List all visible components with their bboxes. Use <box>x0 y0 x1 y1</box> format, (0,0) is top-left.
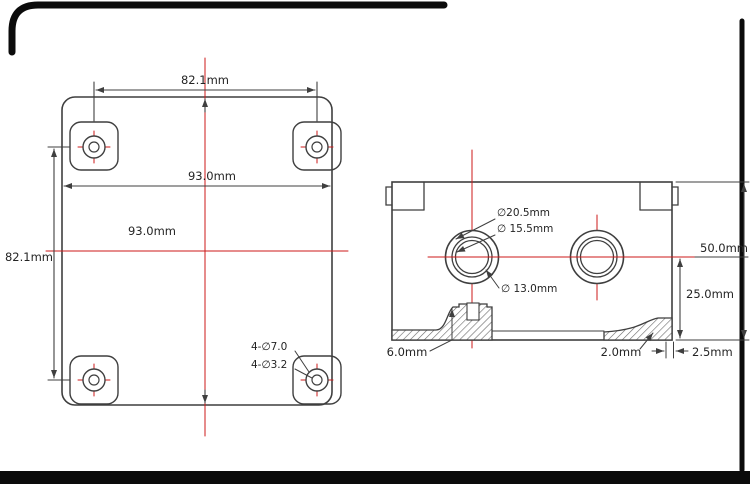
callout-outer-label: 4-∅7.0 <box>251 341 287 353</box>
top-view: 82.1mm 93.0mm 93.0mm 82.1mm 4-∅7.0 4-∅3.… <box>5 57 349 437</box>
dim-width-label: 93.0mm <box>188 169 236 183</box>
dim-left-label: 82.1mm <box>5 250 53 264</box>
side-view: ∅20.5mm ∅ 15.5mm ∅ 13.0mm 50.0mm 25.0mm … <box>385 149 750 359</box>
right-foot-section <box>603 317 673 341</box>
height-dimensions <box>675 181 750 341</box>
dim-height-half-label: 25.0mm <box>686 287 734 301</box>
dim-boss-label: 6.0mm <box>387 345 428 359</box>
dim-top-label: 82.1mm <box>181 73 229 87</box>
dia-mid-label: ∅ 15.5mm <box>497 223 553 235</box>
frame-top-left <box>8 1 448 56</box>
dim-height-total-label: 50.0mm <box>700 241 748 255</box>
callout-inner-label: 4-∅3.2 <box>251 359 287 371</box>
frame-bottom-bar <box>0 471 750 484</box>
diameter-labels: ∅20.5mm ∅ 15.5mm ∅ 13.0mm <box>455 207 557 295</box>
hole-callouts: 4-∅7.0 4-∅3.2 <box>251 341 313 379</box>
callout-leader-outer <box>294 350 310 373</box>
dim-hole-spacing-horizontal <box>93 81 318 122</box>
dia-inner-label: ∅ 13.0mm <box>501 283 557 295</box>
corner-hole <box>77 363 111 397</box>
dim-wall-label: 2.5mm <box>692 345 733 359</box>
screw-slot <box>466 302 480 321</box>
corner-hole <box>300 363 334 397</box>
box-outline <box>391 181 673 341</box>
dim-foot-label: 2.0mm <box>601 345 642 359</box>
dim-height-label: 93.0mm <box>128 224 176 238</box>
callout-leader-inner <box>294 368 313 379</box>
dim-hole-spacing-vertical <box>47 146 71 381</box>
dia-outer-label: ∅20.5mm <box>497 207 550 219</box>
top-tabs <box>385 181 679 211</box>
corner-hole <box>77 130 111 164</box>
corner-holes <box>77 130 334 397</box>
bottom-dimensions <box>429 308 689 359</box>
corner-hole <box>300 130 334 164</box>
